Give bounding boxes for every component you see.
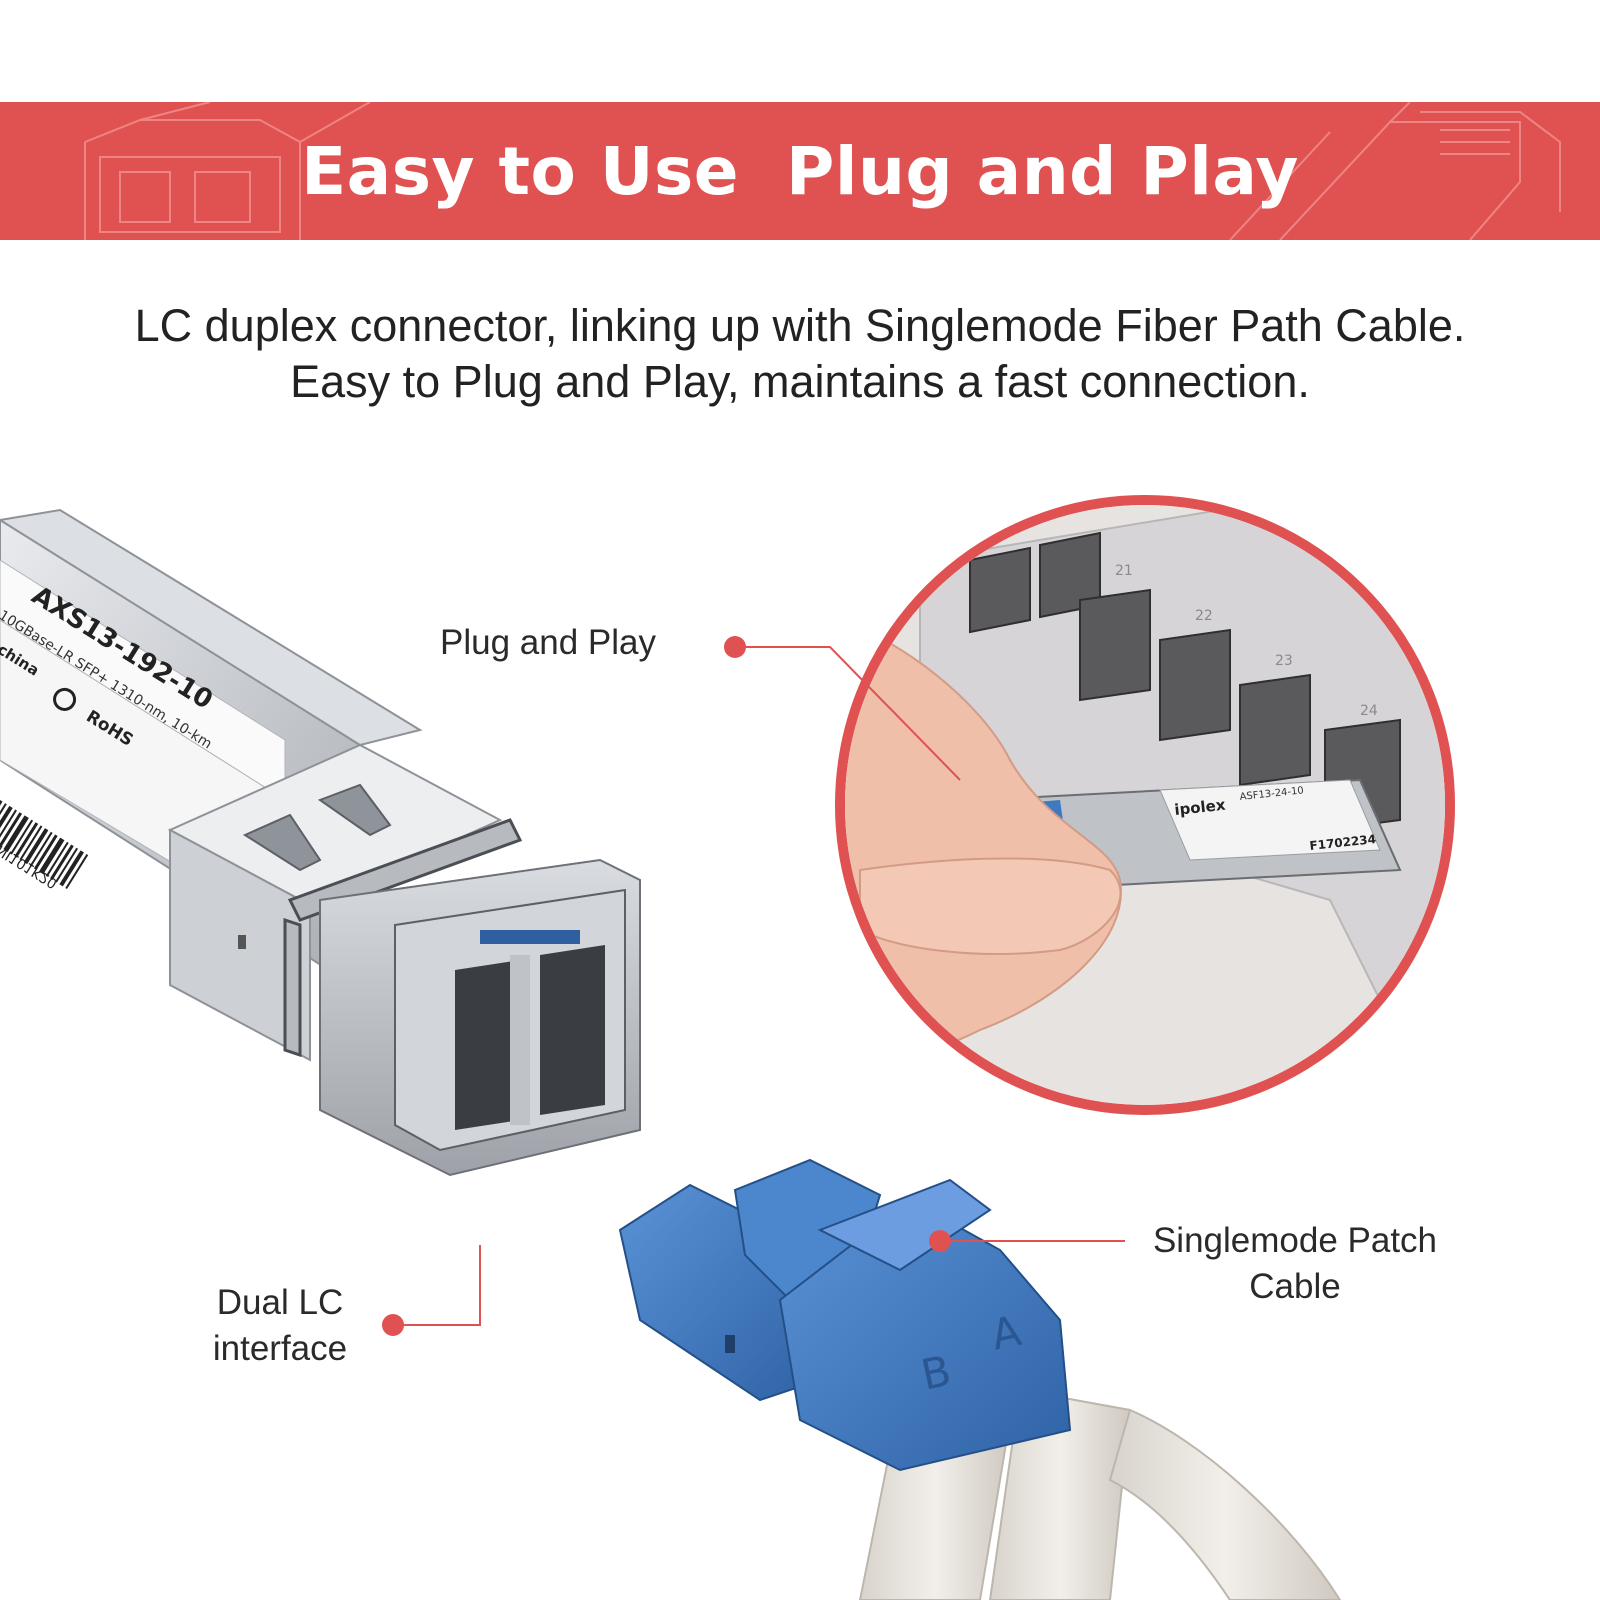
ce-mark-icon	[53, 687, 77, 711]
subtitle: LC duplex connector, linking up with Sin…	[0, 298, 1600, 410]
callout-dual-lc-line-1: Dual LC	[216, 1283, 344, 1322]
subtitle-line-2: Easy to Plug and Play, maintains a fast …	[290, 356, 1310, 407]
port-number-21: 21	[1115, 563, 1133, 579]
callout-singlemode-line-1: Singlemode Patch	[1152, 1221, 1438, 1260]
callout-singlemode-line-2: Cable	[1249, 1267, 1341, 1306]
callout-dual-lc-line-2: interface	[212, 1329, 348, 1368]
lc-duplex-connector: B A	[618, 1158, 1342, 1600]
inset-module-brand: ipolex	[1174, 796, 1227, 819]
callout-dot-plug-and-play	[724, 636, 746, 658]
inset-module-serial: F1702234	[1309, 832, 1377, 853]
plug-in-inset: 21 22 23 24 ipolex ASF13-24-10 F1702234	[835, 495, 1455, 1115]
subtitle-line-1: LC duplex connector, linking up with Sin…	[134, 300, 1466, 351]
callout-dot-singlemode	[929, 1230, 951, 1252]
barcode-graphic: SN:NI101K20	[0, 800, 89, 891]
port-number-22: 22	[1195, 608, 1213, 624]
port-number-24: 24	[1360, 703, 1378, 719]
banner-title: Easy to Use Plug and Play	[301, 132, 1299, 210]
banner-sfp-outline-graphic	[84, 102, 1561, 240]
callout-dots	[382, 636, 951, 1336]
callout-dot-dual-lc	[382, 1314, 404, 1336]
callout-plug-and-play: Plug and Play	[440, 623, 656, 662]
callout-singlemode-patch-cable: Singlemode Patch Cable	[1135, 1218, 1455, 1310]
callout-dual-lc-interface: Dual LC interface	[195, 1280, 365, 1372]
callout-lines	[393, 646, 1125, 1326]
sfp-transceiver: AXS13-192-10 10GBase-LR SFP+ 1310-nm, 10…	[0, 508, 641, 1177]
header-banner: Easy to Use Plug and Play	[0, 102, 1600, 240]
port-number-23: 23	[1275, 653, 1293, 669]
